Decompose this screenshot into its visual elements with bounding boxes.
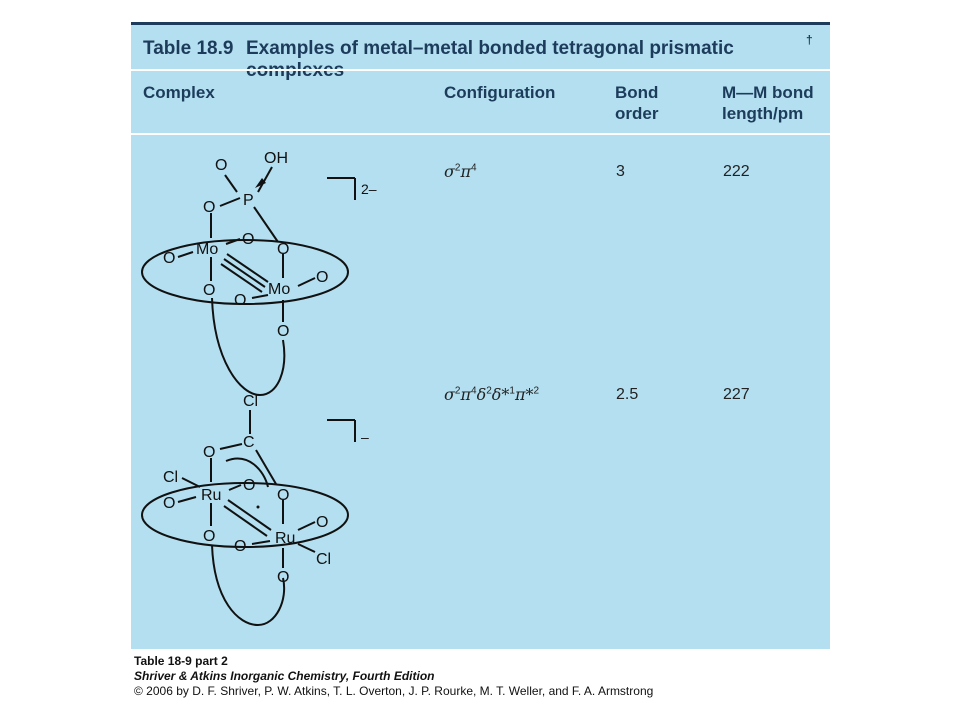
s2-cl-right: Cl	[316, 551, 331, 568]
s1-o-bridge: O	[203, 199, 215, 216]
caption-book: Shriver & Atkins Inorganic Chemistry, Fo…	[134, 669, 435, 683]
header-bond-length: M—M bond length/pm	[722, 82, 814, 124]
s1-o-ring-6: O	[234, 292, 246, 309]
table-panel: Table 18.9 Examples of metal–metal bonde…	[131, 22, 830, 649]
row2-configuration: σ2π4δ2δ*1π*2	[444, 385, 540, 404]
row1-configuration: σ2π4	[444, 162, 477, 181]
s1-o-top: O	[215, 157, 227, 174]
s2-o-5: O	[316, 514, 328, 531]
s1-o-ring-4: O	[316, 269, 328, 286]
header-complex: Complex	[143, 83, 215, 102]
s1-charge: 2–	[361, 181, 377, 197]
s2-ru-1: Ru	[201, 487, 221, 504]
row2-bond-length: 227	[723, 386, 750, 403]
header-bond-order: Bond order	[615, 82, 658, 124]
s2-ru-2: Ru	[275, 530, 295, 547]
row1-bond-order: 3	[616, 163, 625, 180]
s2-c: C	[243, 434, 255, 451]
s1-p: P	[243, 192, 254, 209]
table-title-row: Table 18.9 Examples of metal–metal bonde…	[131, 25, 830, 81]
caption-part: Table 18-9 part 2	[134, 654, 228, 668]
header-bond-length-line2: length/pm	[722, 104, 804, 123]
s1-oh: OH	[264, 150, 288, 167]
s1-o-ring-3: O	[163, 250, 175, 267]
header-bond-order-line2: order	[615, 104, 659, 123]
s1-o-ring-7: O	[277, 323, 289, 340]
s2-o-3: O	[277, 487, 289, 504]
caption-copyright: © 2006 by D. F. Shriver, P. W. Atkins, T…	[134, 684, 654, 698]
s1-o-ring-5: O	[203, 282, 215, 299]
s1-mo-2: Mo	[268, 281, 290, 298]
row1-bond-length: 222	[723, 163, 750, 180]
s2-charge: –	[361, 429, 369, 445]
s1-mo-1: Mo	[196, 241, 218, 258]
header-divider	[131, 133, 830, 135]
s2-o-4: O	[163, 495, 175, 512]
s2-o-7: O	[234, 538, 246, 555]
s1-o-ring-1: O	[242, 231, 254, 248]
header-bond-length-line1: M—M bond	[722, 83, 814, 102]
s2-cl-top: Cl	[243, 393, 258, 410]
s2-o-1: O	[203, 444, 215, 461]
s2-o-2: O	[243, 477, 255, 494]
s1-o-ring-2: O	[277, 241, 289, 258]
header-configuration: Configuration	[444, 83, 556, 102]
s2-cl-left: Cl	[163, 469, 178, 486]
title-dagger: †	[806, 33, 813, 47]
title-divider	[131, 69, 830, 71]
s2-o-8: O	[277, 569, 289, 586]
row2-bond-order: 2.5	[616, 386, 639, 403]
table-label: Table 18.9	[143, 38, 234, 59]
top-rule	[131, 22, 830, 25]
header-bond-order-line1: Bond	[615, 83, 659, 102]
s2-o-6: O	[203, 528, 215, 545]
